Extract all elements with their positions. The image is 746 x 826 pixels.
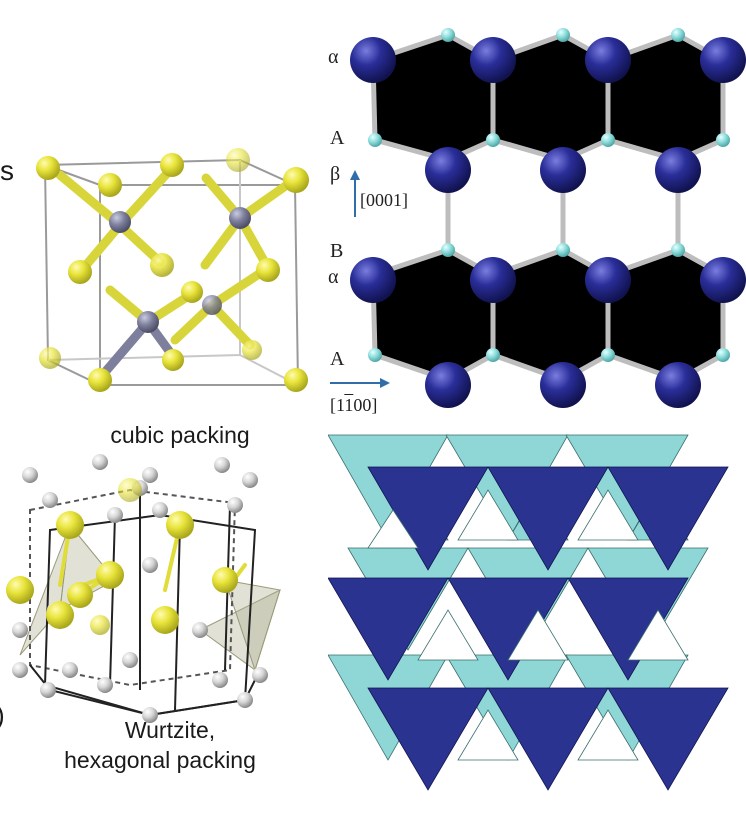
dark-tetrahedra <box>328 466 729 791</box>
tetrahedra-stacking-panel <box>328 430 746 826</box>
voids <box>367 489 689 761</box>
zincblende-unit-cell <box>36 148 309 392</box>
wurtzite-unit-cell <box>6 454 281 723</box>
cation-atoms <box>109 207 251 333</box>
wurtzite-caption-line1: Wurtzite, <box>124 717 216 743</box>
large-atoms <box>350 37 746 408</box>
layer-label-B: B <box>330 240 344 262</box>
stacking-panel: α A β B α A [0001] [1100] <box>318 0 746 420</box>
stacking-chain-diagram <box>330 28 746 408</box>
chain-bonds <box>370 32 726 383</box>
tetrahedra-stacking-diagram <box>328 434 729 791</box>
cropped-text-fragment: s <box>0 155 14 186</box>
zincblende-panel: s <box>0 0 330 448</box>
wurtzite-panel: ) <box>0 415 330 826</box>
layer-label-A-2: A <box>330 348 345 370</box>
direction-label-1-100: [1100] <box>330 395 378 415</box>
zincblende-caption: cubic packing <box>110 422 250 448</box>
cropped-text-fragment: ) <box>0 700 5 731</box>
layer-label-alpha: α <box>328 46 339 68</box>
direction-arrows <box>330 170 390 388</box>
yellow-atoms <box>6 478 238 635</box>
anion-atoms <box>36 148 309 392</box>
wurtzite-caption-line2: hexagonal packing <box>64 747 256 773</box>
direction-label-0001: [0001] <box>360 190 408 210</box>
yellow-bonds <box>58 523 247 597</box>
tetrahedra <box>19 523 281 672</box>
layer-label-beta: β <box>330 163 341 185</box>
small-atoms <box>368 28 730 362</box>
layer-label-A: A <box>330 127 345 149</box>
layer-label-alpha-2: α <box>328 266 339 288</box>
